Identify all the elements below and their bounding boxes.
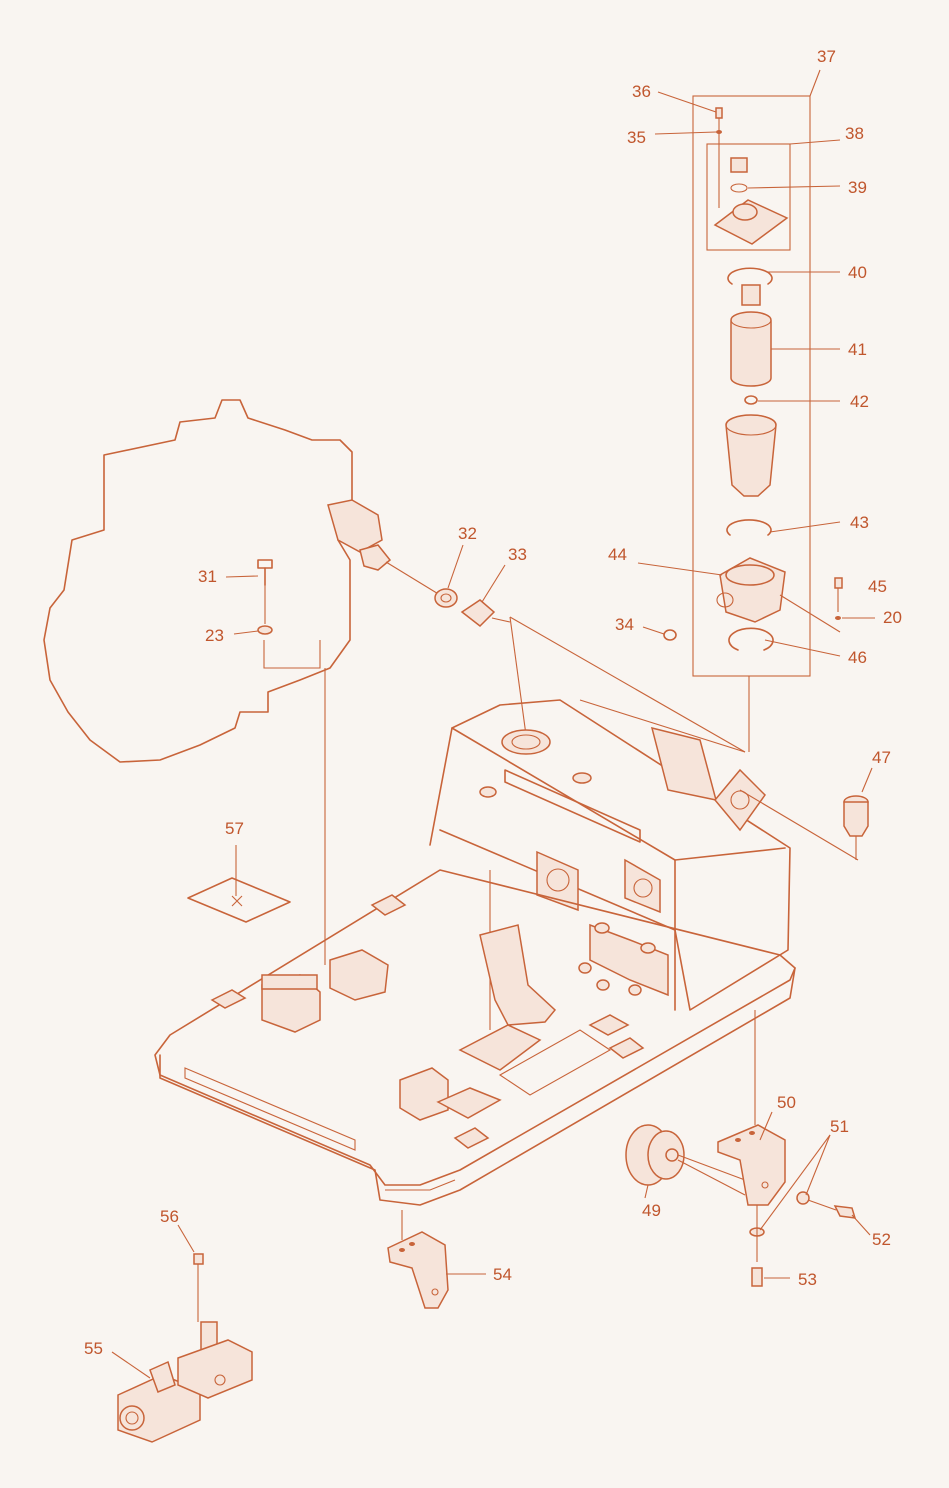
small-screw xyxy=(715,107,723,208)
callout-57: 57 xyxy=(225,819,244,838)
mount-pad-rear xyxy=(329,949,389,1001)
callout-37: 37 xyxy=(817,47,836,66)
callout-53: 53 xyxy=(798,1270,817,1289)
callout-39: 39 xyxy=(848,178,867,197)
fuel-tank-housing xyxy=(429,699,859,1011)
filter-head xyxy=(713,157,789,245)
tab-plate xyxy=(370,894,407,916)
callout-46: 46 xyxy=(848,648,867,667)
center-bracket xyxy=(458,924,612,1096)
inlet-o-ring xyxy=(663,629,677,641)
callout-32: 32 xyxy=(458,524,477,543)
callout-52: 52 xyxy=(872,1230,891,1249)
vibration-isolator xyxy=(625,1124,746,1196)
valve-block xyxy=(578,922,669,1036)
callout-43: 43 xyxy=(850,513,869,532)
hose-fitting xyxy=(460,599,746,753)
callout-38: 38 xyxy=(845,124,864,143)
engine-outline xyxy=(43,399,353,763)
engine-mount-bolt xyxy=(257,559,326,965)
support-bracket-left xyxy=(387,1210,449,1309)
leader-lines xyxy=(111,69,875,1379)
bolt-horizontal xyxy=(807,1199,857,1219)
mount-pad-left xyxy=(261,974,321,1033)
retaining-ring-middle xyxy=(726,519,772,536)
callout-45: 45 xyxy=(868,577,887,596)
hose-clamp xyxy=(434,588,458,608)
callout-34: 34 xyxy=(615,615,634,634)
callout-47: 47 xyxy=(872,748,891,767)
tab-plate xyxy=(210,989,247,1009)
tab-plate xyxy=(453,1127,490,1149)
callout-31: 31 xyxy=(198,567,217,586)
callout-20: 20 xyxy=(883,608,902,627)
callout-41: 41 xyxy=(848,340,867,359)
bolt-vertical xyxy=(751,1267,763,1287)
callout-44: 44 xyxy=(608,545,627,564)
callout-51: 51 xyxy=(830,1117,849,1136)
callout-50: 50 xyxy=(777,1093,796,1112)
mount-pad-front xyxy=(399,1067,502,1121)
engine-coupling xyxy=(327,499,441,596)
callout-33: 33 xyxy=(508,545,527,564)
o-ring xyxy=(744,395,758,405)
filler-cap xyxy=(843,795,869,860)
side-screw xyxy=(834,577,843,620)
callout-35: 35 xyxy=(627,128,646,147)
callout-36: 36 xyxy=(632,82,651,101)
callout-54: 54 xyxy=(493,1265,512,1284)
callout-40: 40 xyxy=(848,263,867,282)
filter-element xyxy=(730,284,772,387)
retaining-ring-upper xyxy=(727,267,773,285)
warning-label-plate xyxy=(187,845,291,923)
callout-55: 55 xyxy=(84,1339,103,1358)
filter-assembly-frame xyxy=(579,95,811,753)
filter-base xyxy=(716,557,786,623)
callout-42: 42 xyxy=(850,392,869,411)
callout-56: 56 xyxy=(160,1207,179,1226)
tab-plate xyxy=(608,1037,645,1059)
callout-49: 49 xyxy=(642,1201,661,1220)
filter-bowl xyxy=(725,414,777,497)
callout-23: 23 xyxy=(205,626,224,645)
support-bracket-right xyxy=(717,1010,786,1206)
retaining-ring-lower xyxy=(728,627,774,651)
pump-motor-assembly xyxy=(117,1253,253,1443)
callout-labels: 37 36 35 38 39 40 41 42 43 44 45 20 34 4… xyxy=(84,47,902,1358)
